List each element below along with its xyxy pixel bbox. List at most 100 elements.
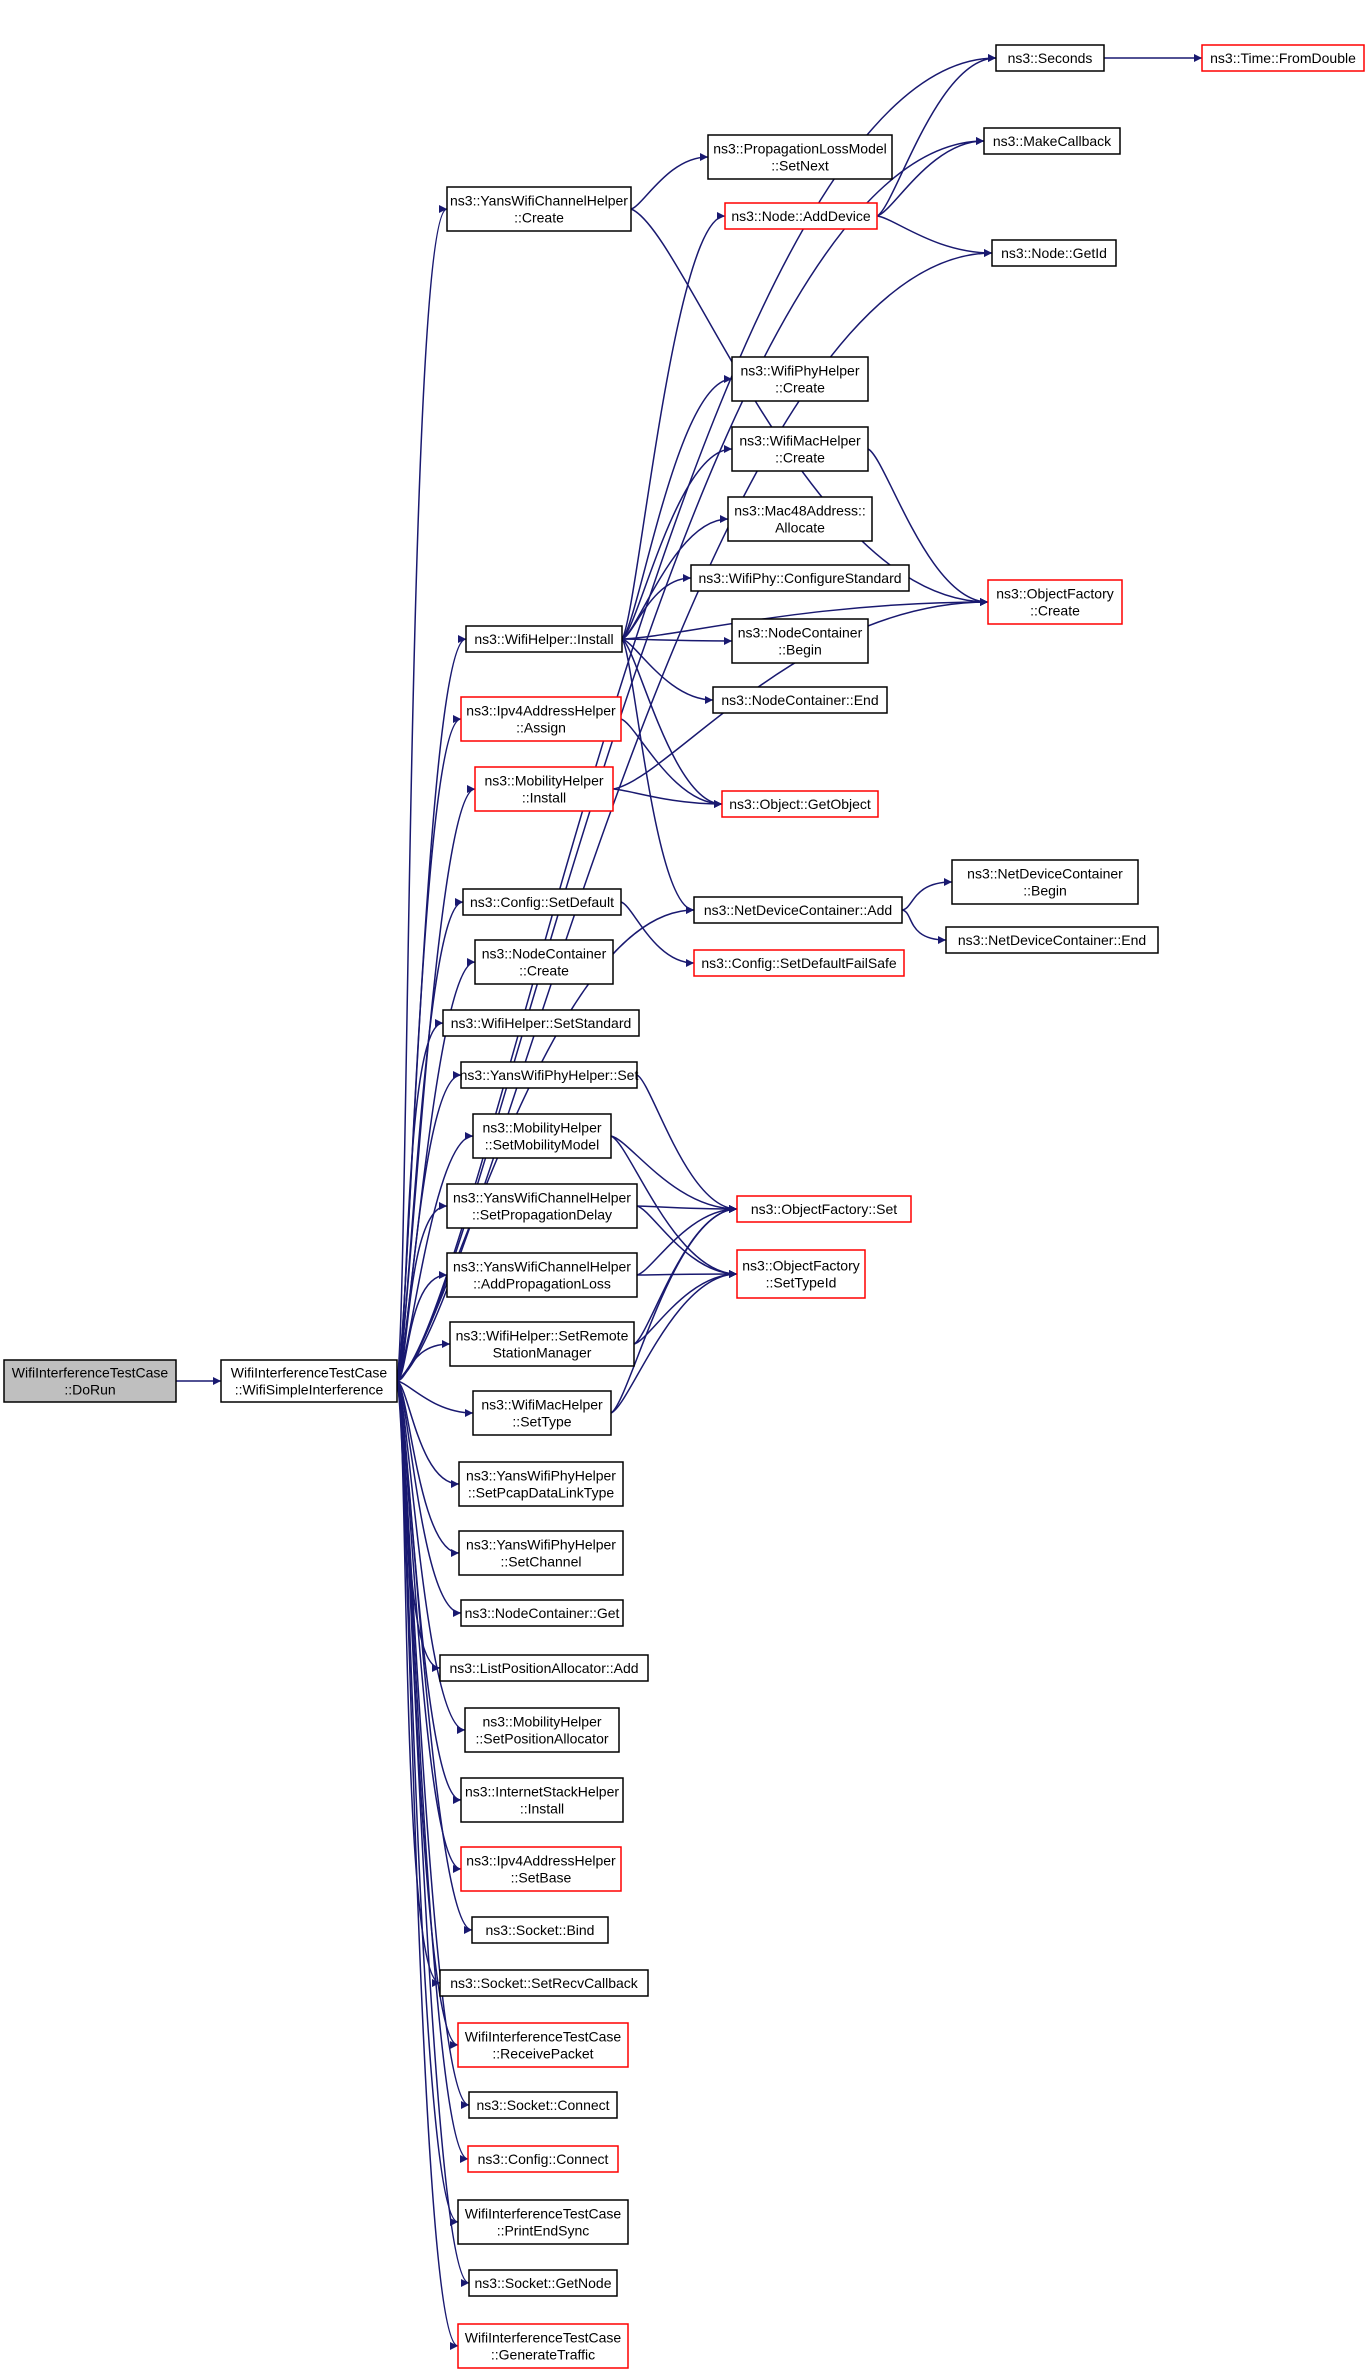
graph-node-wh_install[interactable]: ns3::WifiHelper::Install	[465, 625, 623, 653]
graph-node-ywch_create[interactable]: ns3::YansWifiChannelHelper::Create	[446, 186, 632, 232]
graph-node-wsi[interactable]: WifiInterferenceTestCase::WifiSimpleInte…	[220, 1359, 398, 1403]
node-box	[446, 1252, 638, 1298]
graph-node-ndc_add[interactable]: ns3::NetDeviceContainer::Add	[693, 896, 903, 924]
call-edge	[621, 375, 733, 640]
node-label: ::AddPropagationLoss	[473, 1276, 611, 1292]
node-label: ::Assign	[516, 720, 566, 736]
node-label: ns3::YansWifiChannelHelper	[453, 1259, 631, 1275]
node-label: ::Install	[522, 790, 566, 806]
node-label: ::Create	[514, 210, 564, 226]
node-box	[721, 790, 879, 818]
node-label: ::SetNext	[771, 158, 829, 174]
graph-node-ywph_set[interactable]: ns3::YansWifiPhyHelper::Set	[460, 1061, 639, 1089]
graph-node-seconds[interactable]: ns3::Seconds	[995, 44, 1105, 72]
node-label: ns3::YansWifiChannelHelper	[453, 1190, 631, 1206]
node-label: ::Create	[519, 963, 569, 979]
graph-node-makecb[interactable]: ns3::MakeCallback	[983, 127, 1121, 155]
graph-node-cfg_setdef[interactable]: ns3::Config::SetDefault	[462, 888, 622, 916]
node-label: WifiInterferenceTestCase	[465, 2206, 622, 2222]
node-label: ns3::ObjectFactory::Set	[751, 1201, 897, 1217]
graph-node-recvpkt[interactable]: WifiInterferenceTestCase::ReceivePacket	[457, 2022, 629, 2068]
node-label: ns3::WifiPhyHelper	[740, 363, 859, 379]
graph-node-mob_install[interactable]: ns3::MobilityHelper::Install	[474, 766, 614, 812]
graph-node-root[interactable]: WifiInterferenceTestCase::DoRun	[3, 1359, 177, 1403]
graph-node-ywch_addloss[interactable]: ns3::YansWifiChannelHelper::AddPropagati…	[446, 1252, 638, 1298]
node-layer: WifiInterferenceTestCase::DoRunWifiInter…	[3, 44, 1365, 2369]
graph-node-of_set[interactable]: ns3::ObjectFactory::Set	[736, 1195, 912, 1223]
graph-node-getobj[interactable]: ns3::Object::GetObject	[721, 790, 879, 818]
node-label: ::Create	[1030, 603, 1080, 619]
node-label: ns3::Object::GetObject	[729, 796, 871, 812]
call-edge	[396, 1380, 474, 1417]
node-label: ns3::PropagationLossModel	[713, 141, 887, 157]
node-label: ::PrintEndSync	[497, 2223, 590, 2239]
edge-layer	[176, 54, 1202, 2350]
graph-node-ywph_channel[interactable]: ns3::YansWifiPhyHelper::SetChannel	[458, 1530, 624, 1576]
node-label: ::Install	[520, 1801, 564, 1817]
node-label: ::SetTypeId	[766, 1275, 837, 1291]
graph-node-plm[interactable]: ns3::PropagationLossModel::SetNext	[707, 134, 893, 180]
graph-node-ywch_setdelay[interactable]: ns3::YansWifiChannelHelper::SetPropagati…	[446, 1183, 638, 1229]
node-box	[471, 1916, 609, 1944]
graph-node-sock_getnode[interactable]: ns3::Socket::GetNode	[468, 2269, 618, 2297]
graph-node-of_settypeid[interactable]: ns3::ObjectFactory::SetTypeId	[736, 1249, 866, 1299]
node-box	[1201, 44, 1365, 72]
graph-node-ndc_begin[interactable]: ns3::NetDeviceContainer::Begin	[951, 859, 1139, 905]
call-edge	[612, 788, 723, 808]
graph-node-ywph_pcap[interactable]: ns3::YansWifiPhyHelper::SetPcapDataLinkT…	[458, 1461, 624, 1507]
node-label: ns3::WifiHelper::Install	[474, 631, 613, 647]
graph-node-mob_setmodel[interactable]: ns3::MobilityHelper::SetMobilityModel	[472, 1113, 612, 1159]
node-box	[457, 2022, 629, 2068]
call-edge	[876, 54, 997, 217]
graph-node-nc_end[interactable]: ns3::NodeContainer::End	[712, 686, 888, 714]
graph-node-nc_create[interactable]: ns3::NodeContainer::Create	[474, 939, 614, 985]
call-edge	[610, 1135, 738, 1278]
node-label: ns3::ListPositionAllocator::Add	[449, 1660, 638, 1676]
node-label: ::SetPropagationDelay	[472, 1207, 612, 1223]
node-label: ns3::YansWifiPhyHelper	[466, 1537, 616, 1553]
graph-node-printend[interactable]: WifiInterferenceTestCase::PrintEndSync	[457, 2199, 629, 2245]
graph-node-fromdouble[interactable]: ns3::Time::FromDouble	[1201, 44, 1365, 72]
graph-node-mob_setpos[interactable]: ns3::MobilityHelper::SetPositionAllocato…	[464, 1707, 620, 1753]
node-label: ::Begin	[778, 642, 822, 658]
graph-node-sock_bind[interactable]: ns3::Socket::Bind	[471, 1916, 609, 1944]
graph-node-nc_begin[interactable]: ns3::NodeContainer::Begin	[731, 618, 869, 664]
graph-node-nc_get[interactable]: ns3::NodeContainer::Get	[460, 1599, 624, 1627]
graph-node-cfg_connect[interactable]: ns3::Config::Connect	[467, 2145, 619, 2173]
node-box	[460, 1599, 624, 1627]
node-label: ns3::NodeContainer::End	[721, 692, 878, 708]
graph-node-wh_setstd[interactable]: ns3::WifiHelper::SetStandard	[442, 1009, 640, 1037]
graph-node-mach_settype[interactable]: ns3::WifiMacHelper::SetType	[472, 1390, 612, 1436]
graph-node-mac48[interactable]: ns3::Mac48Address::Allocate	[727, 496, 873, 542]
graph-node-getid[interactable]: ns3::Node::GetId	[991, 239, 1117, 267]
call-edge	[621, 638, 714, 704]
node-label: ns3::WifiMacHelper	[739, 433, 861, 449]
call-edge	[396, 1380, 460, 1488]
graph-node-gentraffic[interactable]: WifiInterferenceTestCase::GenerateTraffi…	[457, 2323, 629, 2369]
node-box	[457, 2323, 629, 2369]
graph-node-ish_install[interactable]: ns3::InternetStackHelper::Install	[460, 1777, 624, 1823]
node-box	[464, 1707, 620, 1753]
graph-node-lpa_add[interactable]: ns3::ListPositionAllocator::Add	[439, 1654, 649, 1682]
graph-node-cfg_failsafe[interactable]: ns3::Config::SetDefaultFailSafe	[693, 949, 905, 977]
graph-node-ipv4_assign[interactable]: ns3::Ipv4AddressHelper::Assign	[460, 696, 622, 742]
node-label: ns3::YansWifiChannelHelper	[450, 193, 628, 209]
node-label: ::Begin	[1023, 883, 1067, 899]
graph-node-phyh_create[interactable]: ns3::WifiPhyHelper::Create	[731, 356, 869, 402]
graph-node-sock_connect[interactable]: ns3::Socket::Connect	[468, 2091, 618, 2119]
node-label: ns3::NetDeviceContainer::End	[958, 932, 1146, 948]
graph-node-mach_create[interactable]: ns3::WifiMacHelper::Create	[731, 426, 869, 472]
node-label: WifiInterferenceTestCase	[231, 1365, 388, 1381]
graph-node-of_create[interactable]: ns3::ObjectFactory::Create	[987, 579, 1123, 625]
call-edge	[620, 901, 695, 967]
node-box	[458, 1530, 624, 1576]
node-box	[458, 1461, 624, 1507]
node-box	[3, 1359, 177, 1403]
graph-node-adddev[interactable]: ns3::Node::AddDevice	[724, 202, 878, 230]
graph-node-ipv4_setbase[interactable]: ns3::Ipv4AddressHelper::SetBase	[460, 1846, 622, 1892]
graph-node-ndc_end[interactable]: ns3::NetDeviceContainer::End	[945, 926, 1159, 954]
graph-node-cfgstd[interactable]: ns3::WifiPhy::ConfigureStandard	[690, 564, 910, 592]
call-edge	[396, 1340, 451, 1382]
graph-node-sock_setrecv[interactable]: ns3::Socket::SetRecvCallback	[439, 1969, 649, 1997]
